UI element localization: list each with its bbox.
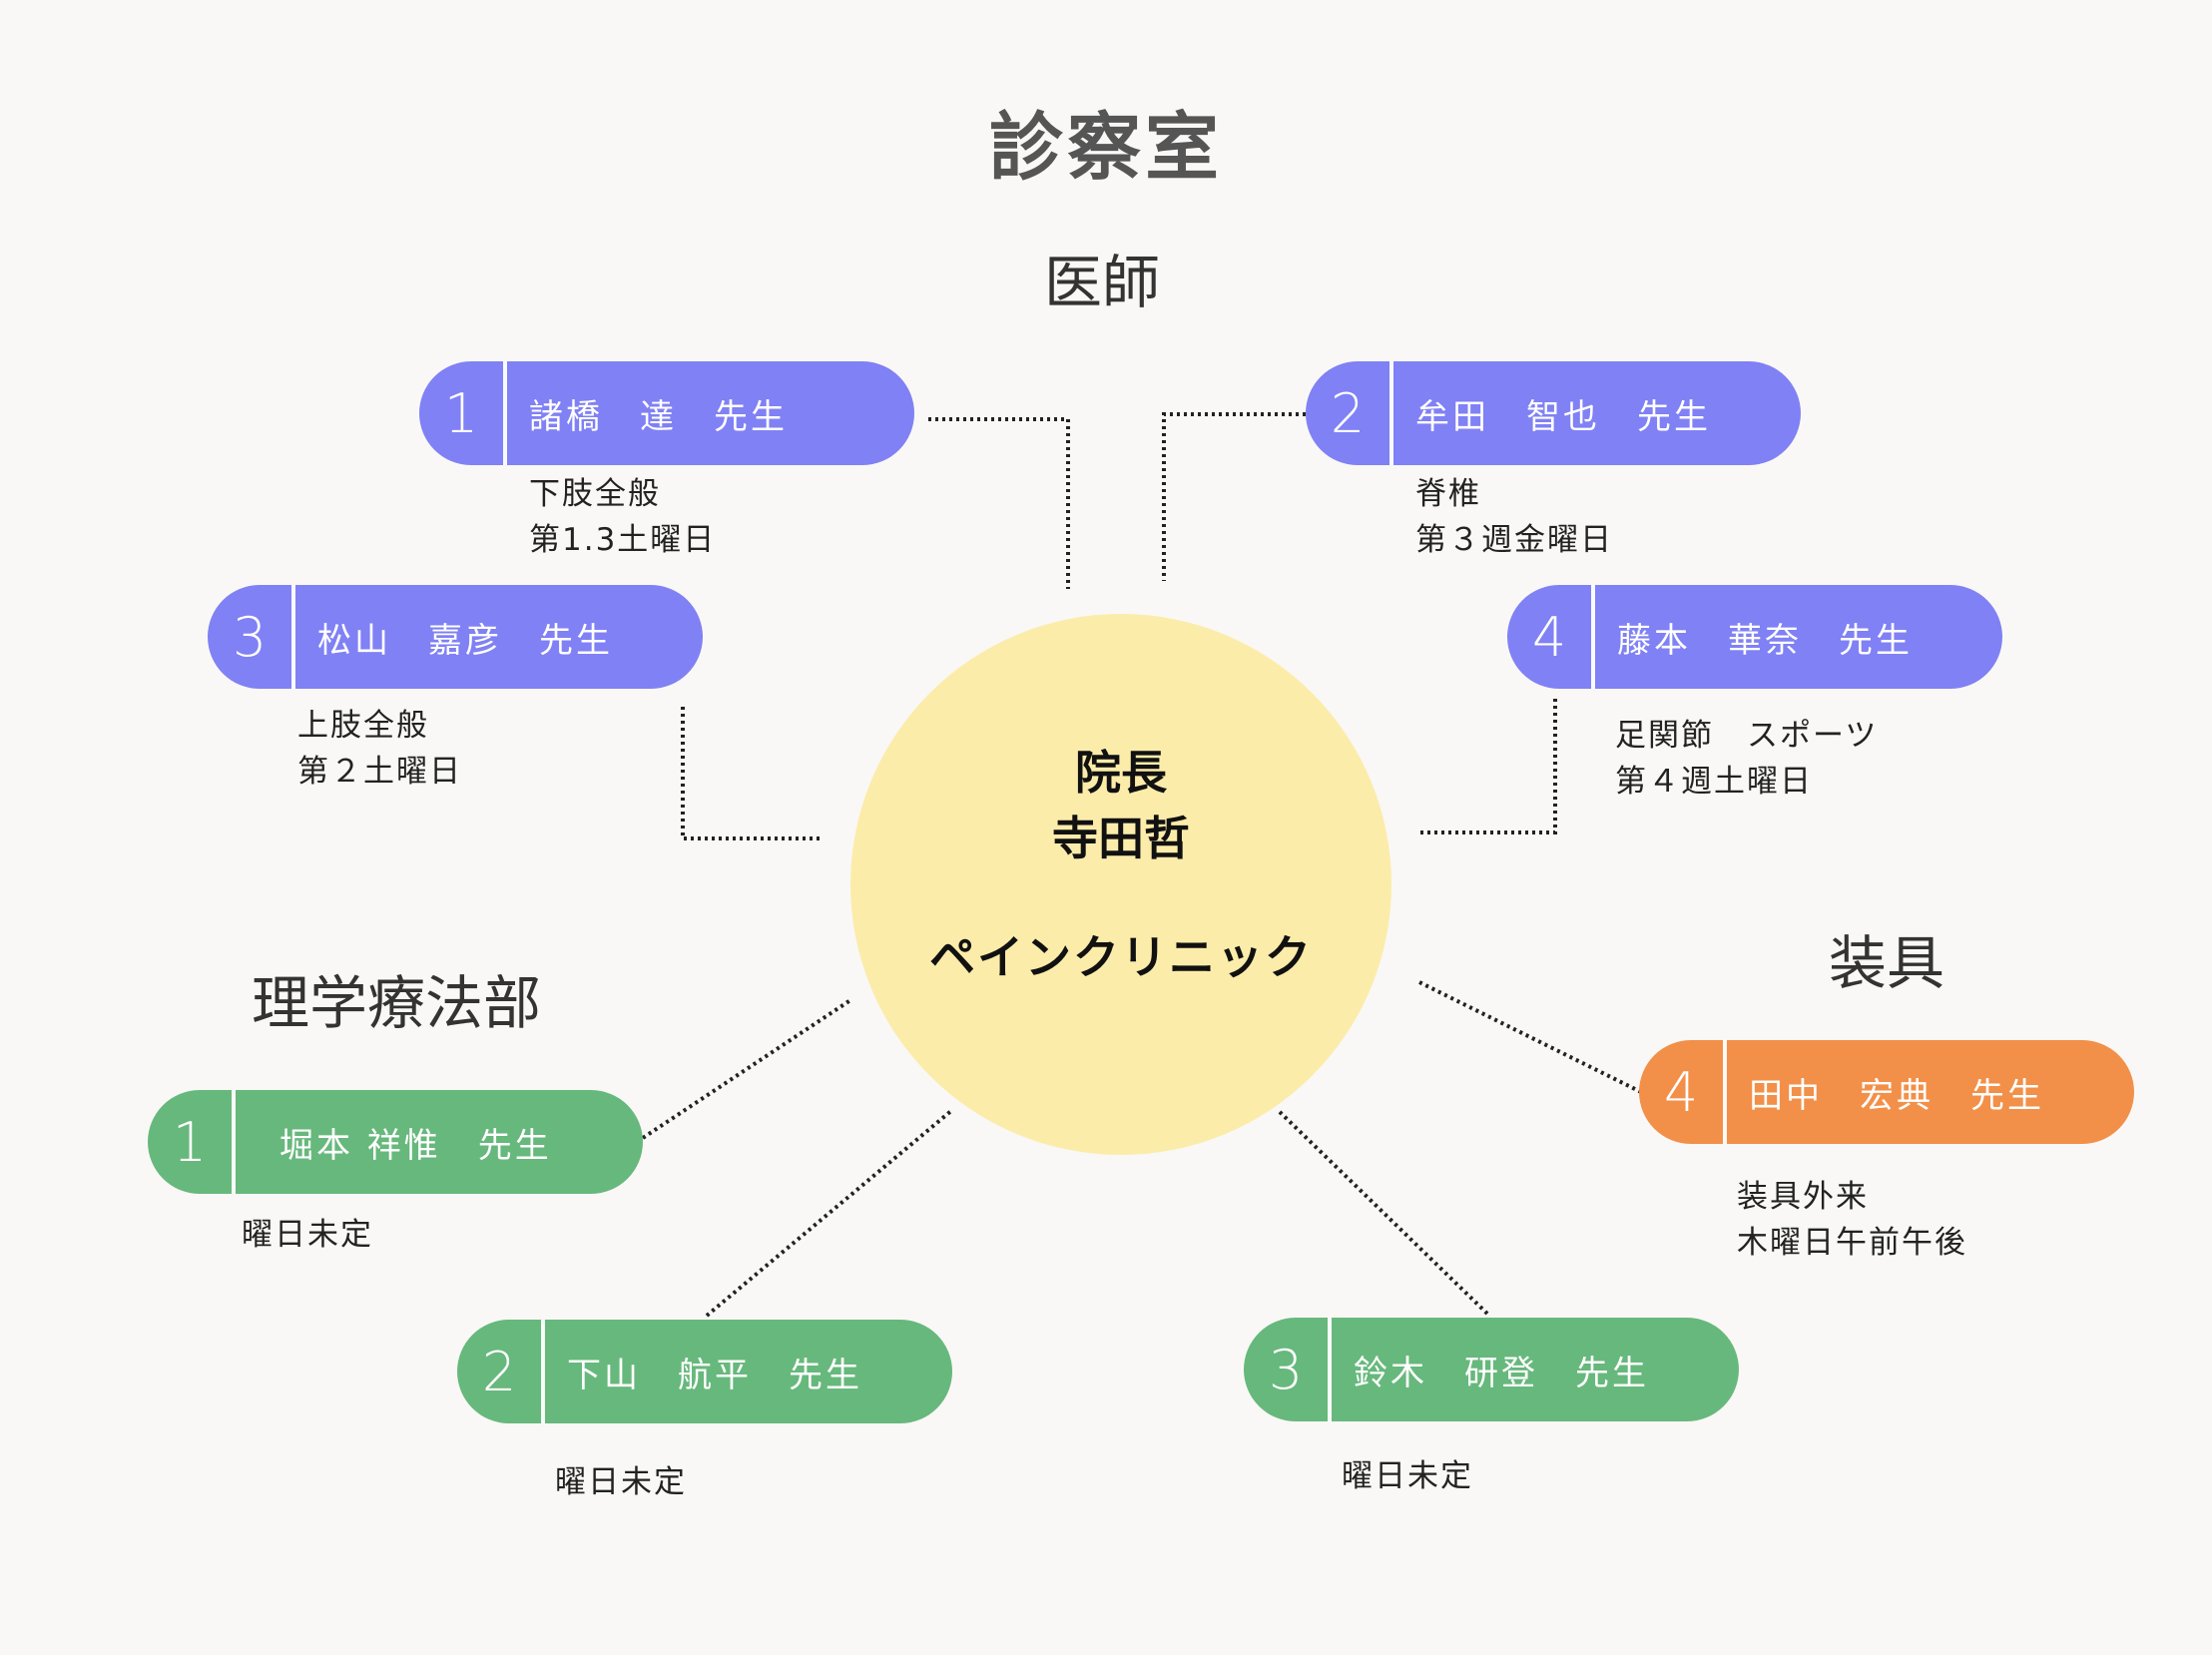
therapist-note-1: 曜日未定: [242, 1217, 373, 1253]
center-name: 寺田哲: [1052, 812, 1190, 865]
brace-name: 田中 宏典 先生: [1749, 1075, 2044, 1116]
connector-therapist-2: [705, 1108, 954, 1318]
therapist-note-3: 曜日未定: [1342, 1458, 1473, 1494]
therapist-name: 下山 航平 先生: [567, 1355, 862, 1395]
connector-doctor-3: [681, 707, 821, 840]
doctor-number: 1: [419, 361, 507, 465]
doctor-pill-4[interactable]: 4 藤本 華奈 先生: [1507, 585, 2002, 689]
therapist-note-2: 曜日未定: [555, 1464, 687, 1500]
center-role: 院長: [1075, 746, 1167, 800]
doctor-note-3: 上肢全般 第２土曜日: [297, 708, 462, 790]
therapist-number: 1: [148, 1090, 236, 1194]
section-heading-pt: 理学療法部: [252, 969, 542, 1037]
brace-number: 4: [1639, 1040, 1727, 1144]
center-circle: 院長 寺田哲 ペインクリニック: [850, 614, 1391, 1155]
therapist-pill-2[interactable]: 2 下山 航平 先生: [457, 1320, 952, 1423]
brace-note: 装具外来 木曜日午前午後: [1737, 1179, 1967, 1261]
doctor-name: 藤本 華奈 先生: [1617, 620, 1913, 661]
section-heading-brace: 装具: [1829, 929, 1945, 997]
therapist-pill-1[interactable]: 1 堀本 祥惟 先生: [148, 1090, 643, 1194]
connector-doctor-4: [1417, 699, 1557, 834]
doctor-name: 松山 嘉彦 先生: [317, 620, 613, 661]
connector-therapist-3: [1276, 1108, 1489, 1316]
doctor-pill-3[interactable]: 3 松山 嘉彦 先生: [208, 585, 703, 689]
doctor-note-2: 脊椎 第３週金曜日: [1415, 476, 1613, 558]
therapist-name: 鈴木 研登 先生: [1354, 1353, 1649, 1393]
center-department: ペインクリニック: [929, 930, 1313, 984]
doctor-number: 3: [208, 585, 295, 689]
doctor-name: 諸橋 達 先生: [529, 396, 788, 437]
doctor-number: 4: [1507, 585, 1595, 689]
therapist-name: 堀本 祥惟 先生: [279, 1125, 552, 1166]
connector-brace: [1418, 980, 1642, 1094]
connector-doctor-2: [1162, 412, 1306, 581]
doctor-pill-2[interactable]: 2 牟田 智也 先生: [1306, 361, 1801, 465]
page-title: 診察室: [989, 105, 1223, 191]
connector-therapist-1: [641, 998, 852, 1140]
doctor-name: 牟田 智也 先生: [1415, 396, 1711, 437]
doctor-note-1: 下肢全般 第1.3土曜日: [529, 476, 717, 558]
doctor-note-4: 足関節 スポーツ 第４週土曜日: [1615, 718, 1879, 800]
therapist-number: 3: [1244, 1318, 1332, 1421]
doctor-number: 2: [1306, 361, 1393, 465]
therapist-pill-3[interactable]: 3 鈴木 研登 先生: [1244, 1318, 1739, 1421]
connector-doctor-1: [928, 417, 1070, 589]
therapist-number: 2: [457, 1320, 545, 1423]
brace-pill[interactable]: 4 田中 宏典 先生: [1639, 1040, 2134, 1144]
doctor-pill-1[interactable]: 1 諸橋 達 先生: [419, 361, 914, 465]
section-heading-doctors: 医師: [1044, 249, 1161, 316]
